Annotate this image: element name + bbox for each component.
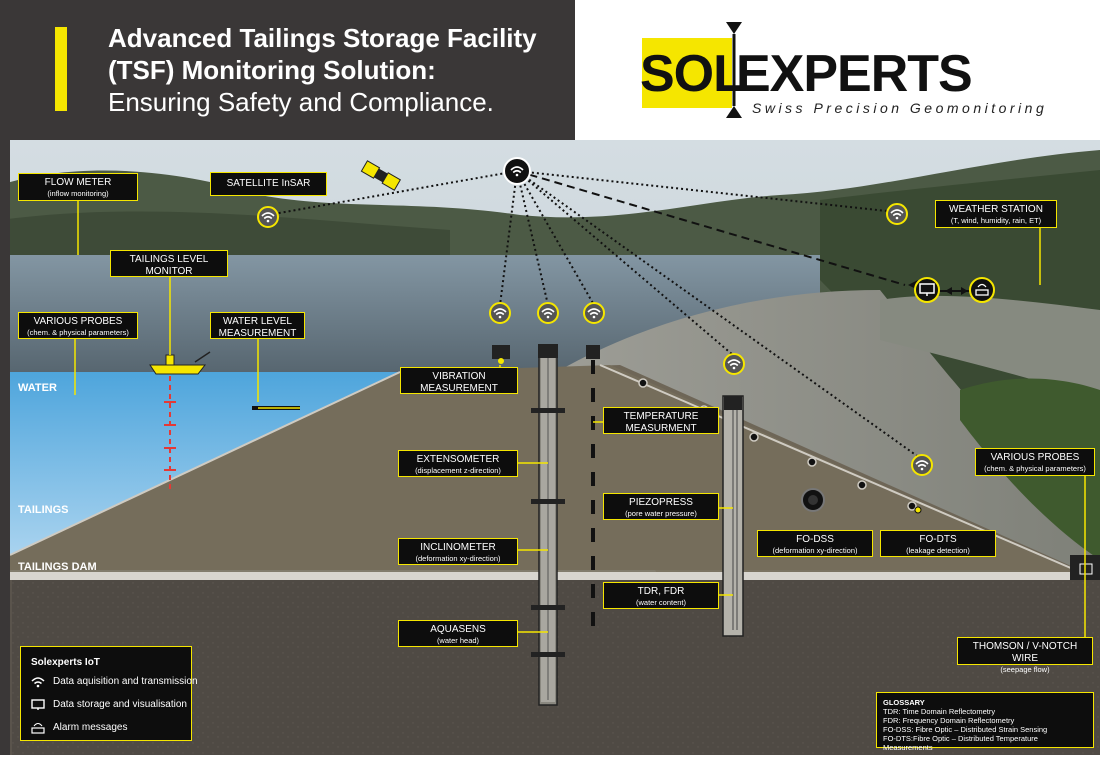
wifi-icon-weather: [886, 203, 908, 225]
label-fo-dss-sub: (deformation xy-direction): [772, 546, 858, 555]
glossary-box: GLOSSARY TDR: Time Domain Reflectometry …: [876, 692, 1094, 752]
label-piezopress-title: PIEZOPRESS: [629, 497, 693, 508]
label-thomson: THOMSON / V-NOTCH WIRE (seepage flow): [957, 637, 1093, 674]
label-aquasens-title: AQUASENS: [430, 624, 486, 635]
title-line-2: (TSF) Monitoring Solution:: [108, 55, 436, 85]
satellite-icon: [360, 160, 402, 191]
label-fo-dts: FO-DTS (leakage detection): [880, 530, 996, 557]
tsf-illustration: [0, 140, 1100, 755]
label-temperature: TEMPERATURE MEASURMENT: [603, 407, 719, 434]
logo-text-sol: SOL: [640, 45, 745, 103]
label-piezopress: PIEZOPRESS (pore water pressure): [603, 493, 719, 520]
label-flow-meter: FLOW METER (inflow monitoring): [18, 173, 138, 201]
label-satellite-insar: SATELLITE InSAR: [210, 172, 327, 196]
label-water-level-title: WATER LEVEL MEASUREMENT: [218, 316, 297, 339]
iot-legend: Solexperts IoT Data aquisition and trans…: [20, 646, 198, 741]
label-weather-station: WEATHER STATION (T, wind, humidity, rain…: [935, 200, 1057, 228]
legend-item-1-label: Data aquisition and transmission: [53, 676, 198, 687]
wifi-icon-fo: [911, 454, 933, 476]
header-panel: [0, 0, 575, 140]
glossary-line-4: FO-DTS:Fibre Optic – Distributed Tempera…: [883, 734, 1038, 752]
label-extensometer-sub: (displacement z-direction): [415, 466, 501, 475]
wifi-icon-piezo: [723, 353, 745, 375]
wifi-icon-inclinometer: [537, 302, 559, 324]
wifi-icon-hub: [503, 157, 531, 185]
wifi-icon-insar: [257, 206, 279, 228]
label-fo-dts-sub: (leakage detection): [906, 546, 970, 555]
label-inclinometer-sub: (deformation xy-direction): [415, 554, 501, 563]
monitor-icon-station: [914, 277, 940, 303]
label-weather-title: WEATHER STATION: [949, 204, 1043, 215]
logo-yellow-block: [642, 38, 732, 108]
label-piezopress-sub: (pore water pressure): [625, 509, 697, 518]
header-accent-bar: [55, 27, 67, 111]
glossary-line-3: FO-DSS: Fibre Optic – Distributed Strain…: [883, 725, 1048, 734]
label-probes-left-sub: (chem. & physical parameters): [27, 328, 129, 337]
legend-item-3-label: Alarm messages: [53, 722, 128, 733]
label-thomson-title: THOMSON / V-NOTCH WIRE: [972, 641, 1078, 664]
label-probes-left: VARIOUS PROBES (chem. & physical paramet…: [18, 312, 138, 339]
legend-title: Solexperts IoT: [31, 657, 100, 668]
wifi-icon-vibration: [489, 302, 511, 324]
alarm-icon-station: [969, 277, 995, 303]
wifi-icon: [31, 677, 45, 688]
label-fo-dss: FO-DSS (deformation xy-direction): [757, 530, 873, 557]
label-probes-right-sub: (chem. & physical parameters): [984, 464, 1086, 473]
label-extensometer: EXTENSOMETER (displacement z-direction): [398, 450, 518, 477]
label-aquasens: AQUASENS (water head): [398, 620, 518, 647]
label-aquasens-sub: (water head): [436, 636, 480, 645]
label-tdr-fdr-sub: (water content): [635, 598, 687, 607]
label-probes-right-title: VARIOUS PROBES: [990, 452, 1080, 463]
title-line-1: Advanced Tailings Storage Facility: [108, 23, 537, 53]
label-flow-meter-title: FLOW METER: [44, 177, 112, 188]
zone-label-tailings: TAILINGS: [18, 504, 69, 516]
label-vibration: VIBRATION MEASUREMENT: [400, 367, 518, 394]
label-temperature-title: TEMPERATURE MEASURMENT: [623, 411, 699, 434]
zone-label-dam: TAILINGS DAM: [18, 561, 97, 573]
label-thomson-sub: (seepage flow): [1000, 665, 1050, 674]
page-subtitle: Ensuring Safety and Compliance.: [108, 87, 494, 117]
label-vibration-title: VIBRATION MEASUREMENT: [420, 371, 498, 394]
label-probes-right: VARIOUS PROBES (chem. & physical paramet…: [975, 448, 1095, 476]
label-fo-dss-title: FO-DSS: [796, 534, 834, 545]
logo-divider-icon: [726, 22, 742, 118]
label-satellite-title: SATELLITE InSAR: [226, 178, 311, 189]
label-flow-meter-sub: (inflow monitoring): [47, 189, 109, 198]
label-tailings-level-title: TAILINGS LEVEL MONITOR: [129, 254, 209, 277]
label-weather-sub: (T, wind, humidity, rain, ET): [950, 216, 1042, 225]
glossary-line-2: FDR: Frequency Domain Reflectometry: [883, 716, 1015, 725]
label-water-level: WATER LEVEL MEASUREMENT: [210, 312, 305, 339]
legend-item-2-label: Data storage and visualisation: [53, 699, 187, 710]
label-inclinometer-title: INCLINOMETER: [420, 542, 496, 553]
label-fo-dts-title: FO-DTS: [919, 534, 957, 545]
label-probes-left-title: VARIOUS PROBES: [33, 316, 123, 327]
solexperts-logo: SOL EXPERTS Swiss Precision Geomonitorin…: [640, 20, 1060, 120]
monitor-icon: [31, 699, 45, 710]
label-tdr-fdr-title: TDR, FDR: [637, 586, 685, 597]
wifi-icon-temperature: [583, 302, 605, 324]
label-tdr-fdr: TDR, FDR (water content): [603, 582, 719, 609]
tsf-scene: [0, 140, 1100, 755]
zone-label-water: WATER: [18, 382, 57, 394]
label-tailings-level: TAILINGS LEVEL MONITOR: [110, 250, 228, 277]
glossary-line-1: TDR: Time Domain Reflectometry: [883, 707, 996, 716]
page-title: Advanced Tailings Storage Facility (TSF)…: [108, 22, 558, 86]
alarm-icon: [31, 722, 45, 734]
logo-text-experts: EXPERTS: [736, 45, 973, 103]
label-extensometer-title: EXTENSOMETER: [416, 454, 500, 465]
boat-icon: [149, 351, 211, 375]
label-inclinometer: INCLINOMETER (deformation xy-direction): [398, 538, 518, 565]
logo-tagline: Swiss Precision Geomonitoring: [752, 100, 1048, 116]
glossary-title: GLOSSARY: [883, 698, 925, 707]
